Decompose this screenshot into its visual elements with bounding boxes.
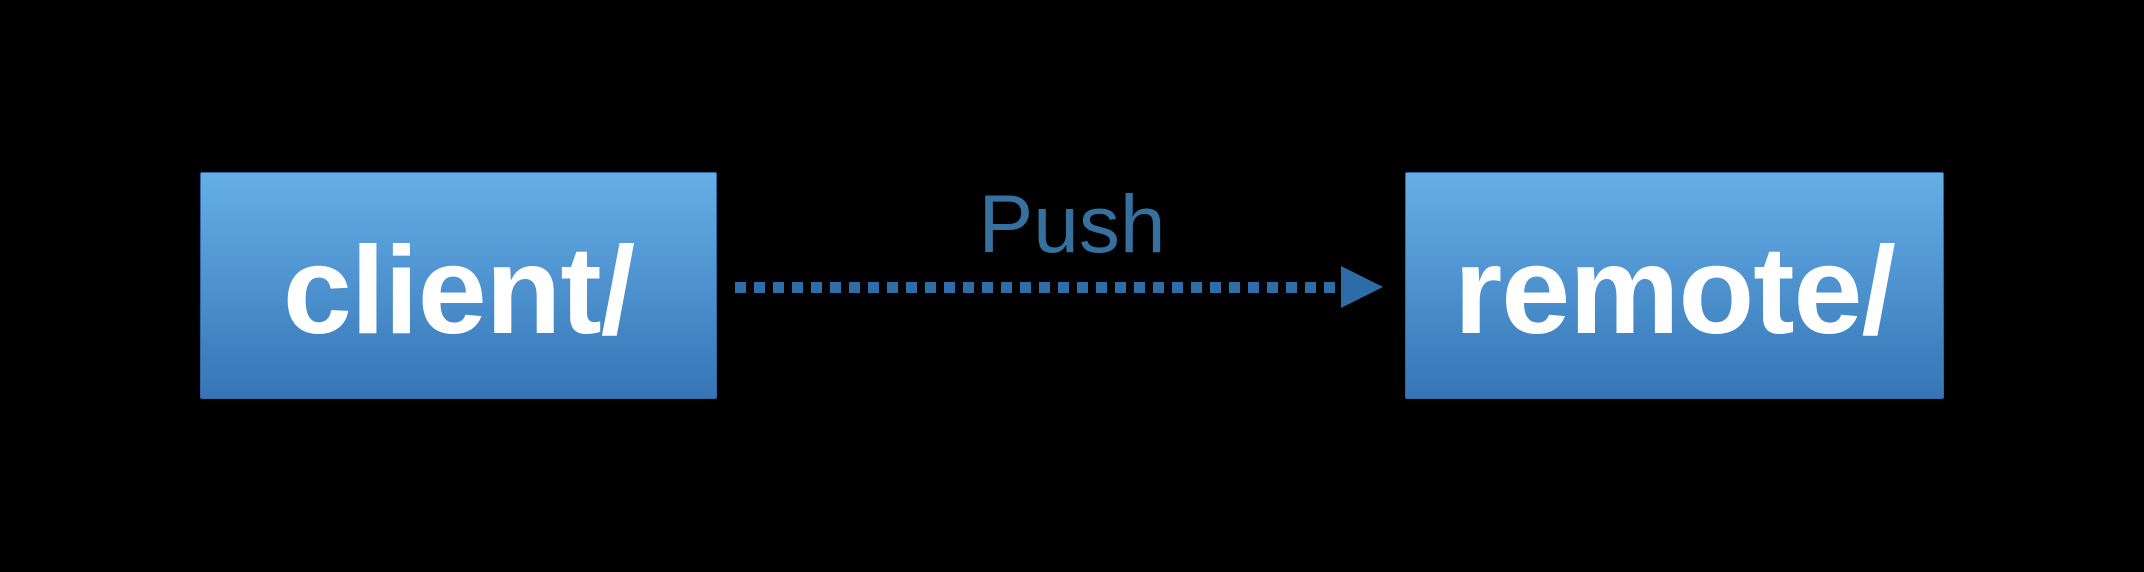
remote-node: remote/ bbox=[1405, 172, 1944, 399]
client-node: client/ bbox=[200, 172, 717, 399]
push-edge-dotted-line bbox=[735, 282, 1341, 293]
push-edge-label: Push bbox=[978, 179, 1166, 270]
client-node-label: client/ bbox=[282, 221, 635, 360]
remote-node-label: remote/ bbox=[1454, 221, 1896, 360]
arrow-head-icon bbox=[1341, 266, 1383, 308]
